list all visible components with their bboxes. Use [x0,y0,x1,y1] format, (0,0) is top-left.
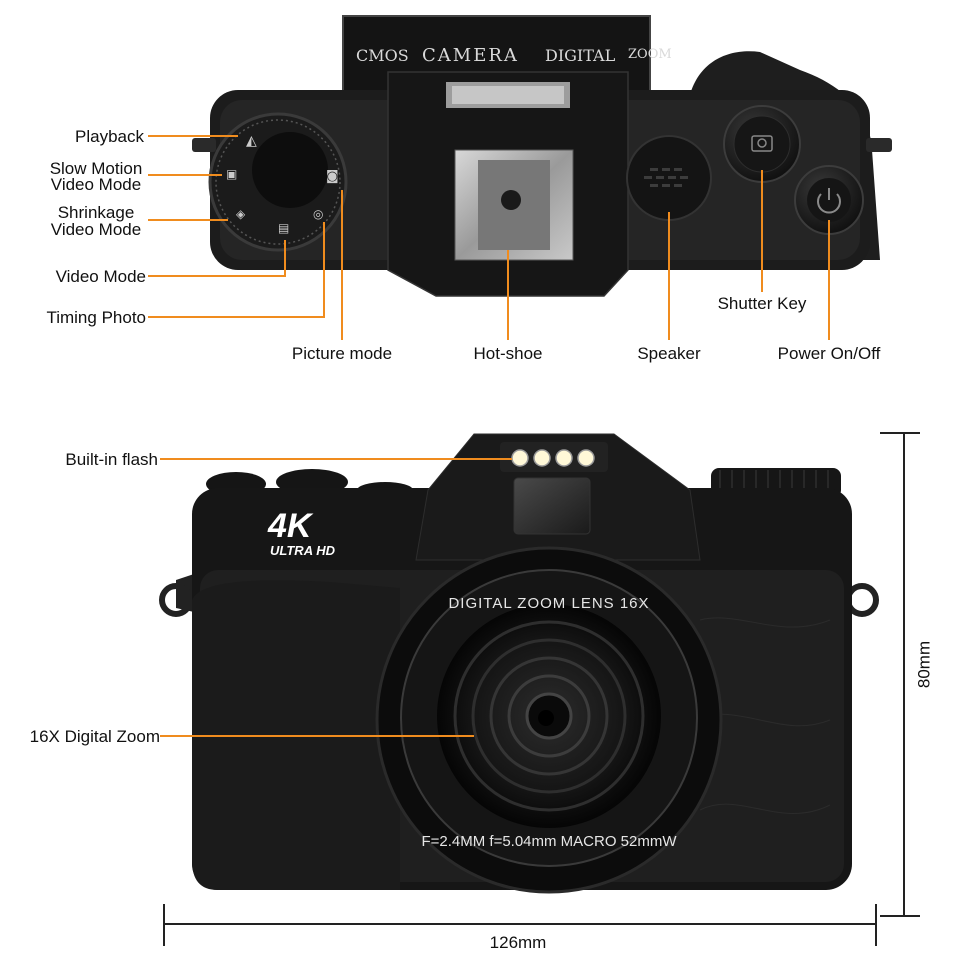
svg-text:◈: ◈ [236,207,246,221]
shutter-button[interactable] [723,105,801,183]
svg-text:◙: ◙ [326,169,339,184]
svg-text:◭: ◭ [246,133,257,149]
mode-dial[interactable]: ◭ ▣ ◈ ▤ ◎ ◙ [208,112,348,252]
front-callout-lines [160,458,512,737]
callout-hot-shoe: Hot-shoe [473,344,543,363]
lens-assembly [375,546,723,894]
lens-text-bottom: F=2.4MM f=5.04mm MACRO 52mmW [421,833,677,850]
callout-playback: Playback [75,127,144,146]
lens-ring-text-zoom: ZOOM [628,47,672,62]
callout-timing-photo: Timing Photo [46,308,146,327]
lens-center [538,710,554,726]
callout-shrinkage-1: Shrinkage [57,203,135,222]
callout-16x-digital-zoom: 16X Digital Zoom [29,727,160,746]
callout-video-mode: Video Mode [55,267,146,286]
svg-text:▤: ▤ [278,221,289,235]
speaker-grille [626,135,712,221]
badge-4k: 4K [267,507,314,545]
callout-power: Power On/Off [777,344,881,363]
callout-shutter-key: Shutter Key [717,294,807,313]
camera-top-view: ◭ ▣ ◈ ▤ ◎ ◙ [148,15,892,340]
callout-speaker: Speaker [637,344,701,363]
top-callout-lines [148,135,830,340]
callout-slow-motion-2: Video Mode [50,175,142,194]
svg-text:▣: ▣ [226,167,237,181]
callout-slow-motion-1: Slow Motion [49,159,143,178]
lens-ring-text-cmos: CMOS [356,46,409,65]
viewfinder-window [513,477,591,535]
power-button[interactable] [794,165,864,235]
lens-ring-text-camera: CAMERA [422,45,519,66]
callout-picture-mode: Picture mode [291,344,393,363]
badge-ultra-hd: ULTRA HD [270,543,336,558]
dimension-lines [163,432,920,946]
strap-lug-left [192,138,216,152]
dimension-width-label: 126mm [489,933,547,952]
strap-lug-right [866,138,892,152]
callout-shrinkage-2: Video Mode [50,220,142,239]
dimension-height-label: 80mm [914,640,934,689]
camera-front-view: 4K ULTRA HD DIGITAL ZOOM LENS 16X F=2.4M… [159,432,920,946]
svg-text:◎: ◎ [313,207,323,221]
lens-text-top: DIGITAL ZOOM LENS 16X [448,595,649,612]
callout-built-in-flash: Built-in flash [65,450,158,469]
lens-ring-text-digital: DIGITAL [545,46,616,65]
